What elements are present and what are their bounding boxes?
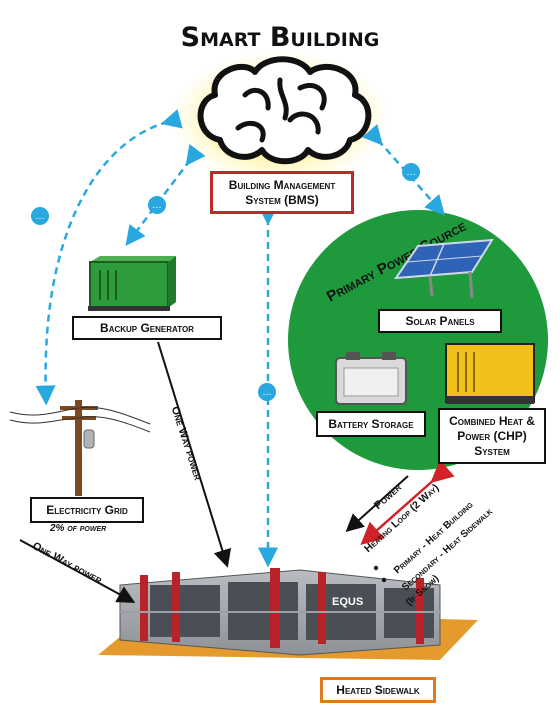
heated-sidewalk-label: Heated Sidewalk [320, 677, 436, 703]
chp-generator-icon [445, 343, 535, 404]
page-title: Smart Building [180, 22, 380, 53]
grid-share-note: 2% of power [50, 523, 107, 534]
heating-loop-arrow [360, 459, 455, 545]
battery-icon [335, 352, 407, 405]
generator-power-arrow [157, 341, 232, 568]
grid-power-arrow [19, 539, 136, 603]
bms-grid-arrow [35, 109, 183, 406]
svg-text:…: … [153, 201, 162, 211]
solar-panels-label: Solar Panels [378, 309, 502, 333]
svg-text:…: … [36, 212, 45, 222]
electricity-grid-label: Electricity Grid [30, 497, 144, 523]
battery-storage-label: Battery Storage [316, 411, 426, 437]
bms-label: Building Management System (BMS) [210, 171, 354, 214]
office-building-icon: EQUS [98, 568, 478, 660]
building-sign: EQUS [332, 596, 363, 608]
solar-panel-icon [393, 238, 494, 299]
backup-generator-label: Backup Generator [72, 316, 222, 340]
generator-icon [88, 256, 176, 311]
utility-pole-icon [9, 400, 151, 496]
svg-text:…: … [263, 388, 272, 398]
brain-icon [197, 56, 372, 165]
chat-bubble-icon: … … … … [31, 163, 420, 401]
svg-text:…: … [407, 168, 416, 178]
chp-label: Combined Heat & Power (CHP) System [438, 408, 546, 464]
bms-primary-arrow [362, 124, 445, 216]
